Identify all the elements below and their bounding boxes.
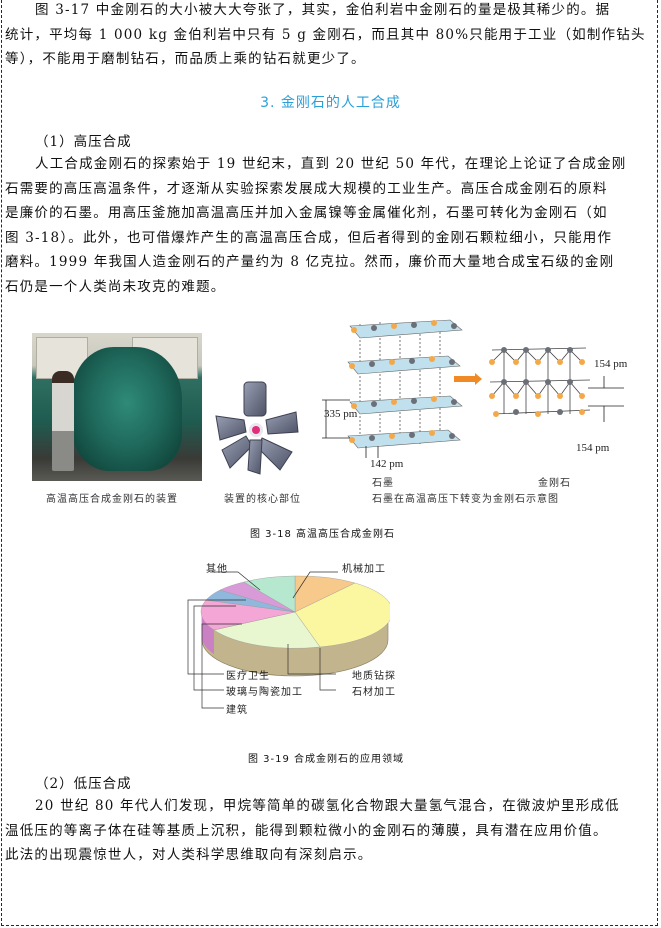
text-line: 图 3-17 中金刚石的大小被大大夸张了，其实，金伯利岩中金刚石的量是极其稀少的… — [35, 2, 611, 18]
diamond-bond-length-bottom-label: 154 pm — [576, 442, 610, 454]
pie-label-stone: 石材加工 — [352, 687, 396, 698]
text-line: 等），不能用于磨制钻石，而品质上乘的钻石就更少了。 — [5, 51, 366, 67]
pie-label-medical: 医疗卫生 — [226, 671, 270, 682]
synthesis-apparatus-photo — [32, 333, 202, 481]
graphite-label: 石墨 — [372, 478, 394, 489]
intro-paragraph: 图 3-17 中金刚石的大小被大大夸张了，其实，金伯利岩中金刚石的量是极其稀少的… — [5, 0, 657, 72]
subsection-title-low-pressure: （2）低压合成 — [35, 776, 132, 792]
high-pressure-paragraph: 人工合成金刚石的探索始于 19 世纪末，直到 20 世纪 50 年代，在理论上论… — [5, 152, 657, 299]
photo-caption: 高温高压合成金刚石的装置 — [46, 494, 178, 505]
text-line: 人工合成金刚石的探索始于 19 世纪末，直到 20 世纪 50 年代，在理论上论… — [35, 156, 627, 172]
text-line: 温低压的等离子体在硅等基质上沉积，能得到颗粒微小的金刚石的薄膜，具有潜在应用价值… — [5, 822, 608, 839]
text-line: 统计，平均每 1 000 kg 金伯利岩中只有 5 g 金刚石，而且其中 80%… — [5, 26, 646, 43]
diamond-bond-length-top-label: 154 pm — [594, 358, 628, 370]
pie-label-machining: 机械加工 — [342, 564, 386, 575]
pie-label-geo-drilling: 地质钻探 — [352, 671, 396, 682]
low-pressure-paragraph: 20 世纪 80 年代人们发现，甲烷等简单的碳氢化合物跟大量氢气混合，在微波炉里… — [5, 794, 657, 868]
applications-pie-chart — [200, 575, 390, 677]
transformation-arrow — [454, 373, 482, 385]
figure-3-18-caption: 图 3-18 高温高压合成金刚石 — [250, 529, 396, 540]
text-line: 此法的出现震惊世人，对人类科学思维取向有深刻启示。 — [5, 847, 373, 863]
pie-label-other: 其他 — [206, 564, 228, 575]
core-caption: 装置的核心部位 — [224, 494, 301, 505]
text-line: 石需要的高压高温条件，才逐渐从实验探索发展成大规模的工业生产。高压合成金刚石的原… — [5, 180, 608, 197]
pie-label-glass-ceramics: 玻璃与陶瓷加工 — [226, 687, 303, 698]
graphite-layer-spacing-label: 335 pm — [324, 408, 358, 420]
graphite-structure-diagram — [322, 319, 463, 458]
pie-leader-lines — [187, 571, 338, 709]
apparatus-core-illustration — [215, 381, 299, 475]
figure-3-19-caption: 图 3-19 合成金刚石的应用领域 — [248, 754, 405, 765]
diamond-structure-diagram — [489, 347, 591, 417]
graphite-bond-length-label: 142 pm — [370, 458, 404, 470]
section-heading: 3. 金刚石的人工合成 — [260, 95, 401, 111]
pie-label-construction: 建筑 — [226, 705, 248, 716]
text-line: 石仍是一个人类尚未攻克的难题。 — [5, 278, 226, 295]
diamond-label: 金刚石 — [538, 478, 571, 489]
diamond-dimension-lines — [588, 376, 624, 422]
transformation-caption: 石墨在高温高压下转变为金刚石示意图 — [372, 494, 559, 505]
text-line: 是廉价的石墨。用高压釜施加高温高压并加入金属镍等金属催化剂，石墨可转化为金刚石（… — [5, 205, 608, 221]
subsection-title-high-pressure: （1）高压合成 — [35, 134, 132, 150]
text-line: 磨料。1999 年我国人造金刚石的产量约为 8 亿克拉。然而，廉价而大量地合成宝… — [5, 254, 615, 270]
text-line: 图 3-18）。此外，也可借爆炸产生的高温高压合成，但后者得到的金刚石颗粒细小，… — [5, 229, 613, 246]
text-line: 20 世纪 80 年代人们发现，甲烷等简单的碳氢化合物跟大量氢气混合，在微波炉里… — [35, 798, 620, 814]
